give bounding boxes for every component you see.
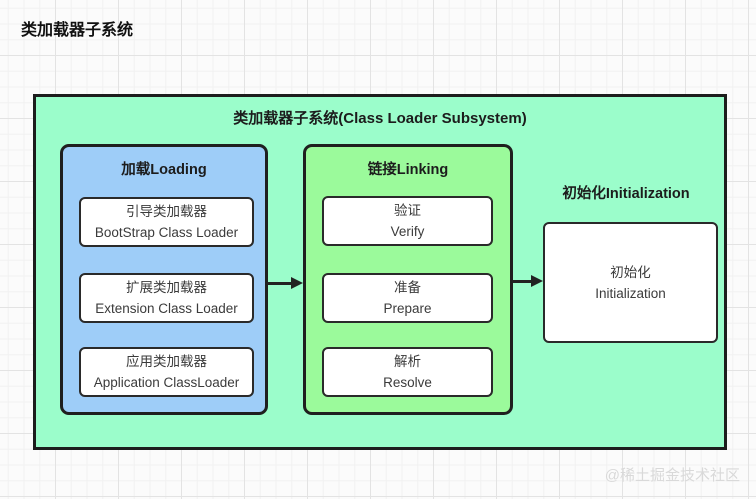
node-label-zh: 准备 [394,280,421,295]
page-title: 类加载器子系统 [21,22,134,39]
node-label-zh: 验证 [394,203,421,218]
verify-node: 验证 Verify [322,196,493,246]
arrow-loading-to-linking-head [291,277,303,289]
node-label-en: BootStrap Class Loader [94,225,239,240]
bootstrap-class-loader-node: 引导类加载器 BootStrap Class Loader [79,197,254,247]
extension-class-loader-node: 扩展类加载器 Extension Class Loader [79,273,254,323]
node-label-zh: 解析 [394,354,421,369]
arrow-linking-to-initialization [512,280,533,283]
application-class-loader-node: 应用类加载器 Application ClassLoader [79,347,254,397]
node-label-zh: 扩展类加载器 [126,280,207,295]
node-label-en: Application ClassLoader [93,375,240,390]
loading-section-title: 加载Loading [121,162,207,178]
node-label-en: Prepare [383,301,432,316]
node-label-en: Verify [390,224,425,239]
node-label-en: Resolve [383,375,432,390]
arrow-linking-to-initialization-head [531,275,543,287]
node-label-zh: 引导类加载器 [126,204,207,219]
node-label-zh: 初始化 [610,264,651,280]
diagram-title: 类加载器子系统(Class Loader Subsystem) [233,110,527,127]
node-label-en: Extension Class Loader [95,301,238,316]
initialization-node: 初始化 Initialization [543,222,718,343]
initialization-section-title: 初始化Initialization [562,186,690,202]
prepare-node: 准备 Prepare [322,273,493,323]
node-label-zh: 应用类加载器 [126,354,207,369]
arrow-loading-to-linking [267,282,293,285]
watermark: @稀土掘金技术社区 [604,467,740,484]
linking-section-title: 链接Linking [367,162,449,178]
resolve-node: 解析 Resolve [322,347,493,397]
node-label-en: Initialization [595,285,666,301]
